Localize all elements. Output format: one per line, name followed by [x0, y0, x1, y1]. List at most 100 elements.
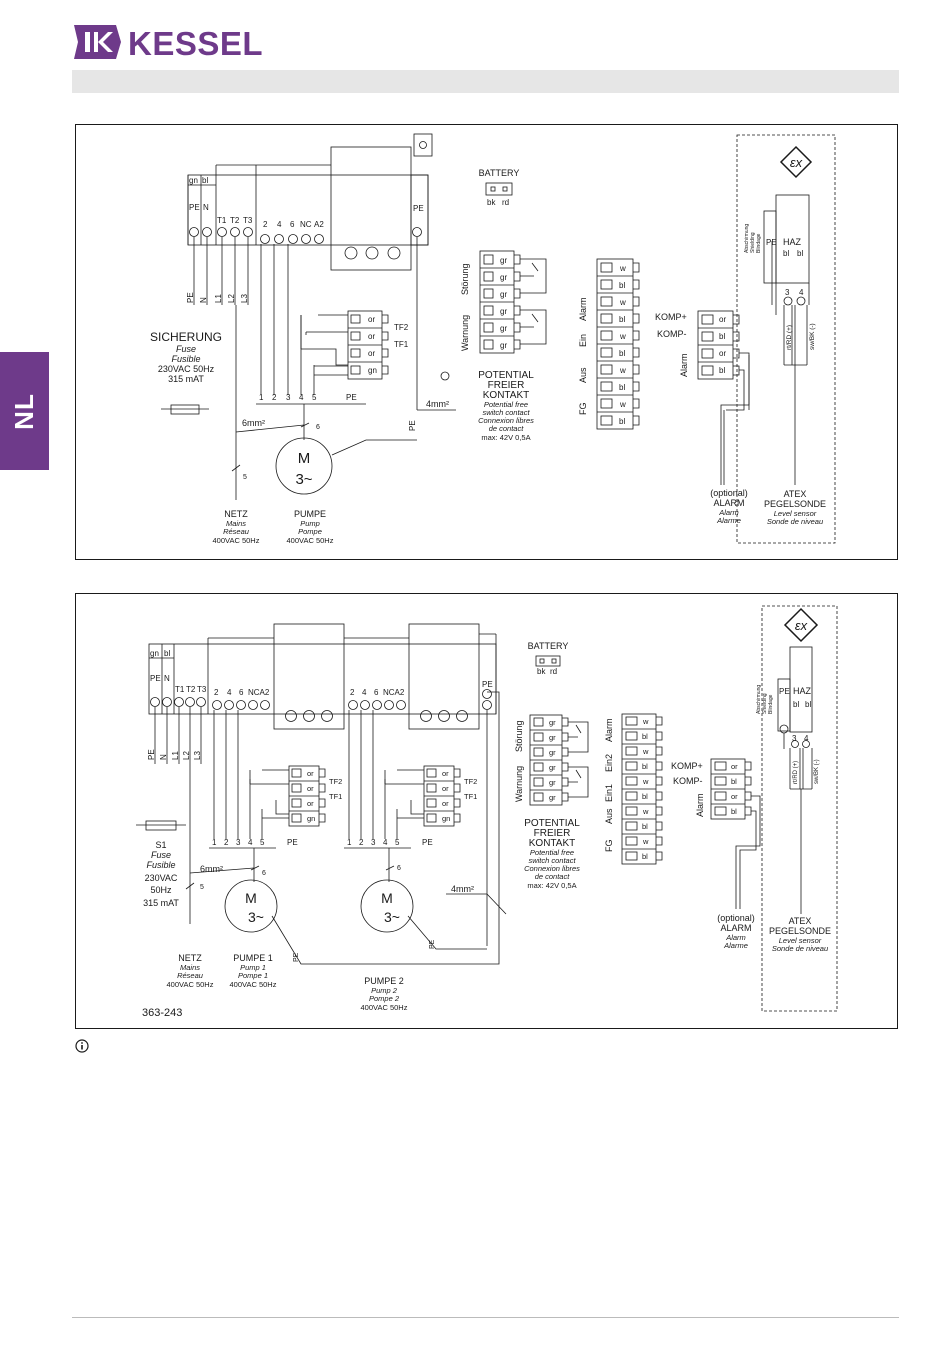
brand-name: KESSEL	[128, 25, 263, 62]
label-b-4: 4	[362, 688, 367, 697]
input-connector	[621, 713, 663, 865]
input-label-fg: FG	[604, 840, 614, 853]
tf2-pin-or-2: or	[442, 784, 449, 793]
label-bottom-l2: L2	[182, 751, 191, 760]
atex-zone	[761, 605, 838, 1012]
label-bl: bl	[202, 176, 208, 185]
motor1-m: M	[245, 890, 257, 906]
m2-terminal-4: 4	[383, 838, 388, 847]
input-pin-8: bl	[642, 822, 648, 831]
pot-sub-3: Connexion libres	[524, 864, 580, 873]
s1-title: S1	[155, 840, 166, 850]
label-tf1: TF1	[394, 340, 409, 349]
footer-divider	[72, 1317, 899, 1318]
pot-pin-2: gr	[500, 273, 507, 282]
atex-bl-1: bl	[793, 700, 799, 709]
language-tab: NL	[0, 352, 49, 470]
controller-housing	[148, 623, 497, 730]
netz-voltage: 400VAC 50Hz	[213, 536, 260, 545]
pumpe1-pump: Pump 1	[240, 963, 266, 972]
atex-pin-4: 4	[804, 734, 809, 743]
input-label-ein1: Ein1	[604, 784, 614, 802]
komp-pin-or-2: or	[719, 349, 726, 358]
input-label-ein2: Ein2	[604, 754, 614, 772]
mains-wires	[154, 707, 488, 946]
sicherung-rating: 315 mAT	[168, 374, 204, 384]
alarm-opt-sub-1: Alarm	[725, 933, 746, 942]
kessel-logo-mark	[74, 25, 121, 59]
netz-title: NETZ	[178, 953, 202, 963]
alarm-opt-1: (optional)	[717, 913, 755, 923]
input-pin-6: bl	[619, 349, 625, 358]
cable-4mm: 4mm²	[426, 399, 449, 409]
pot-pin-5: gr	[549, 778, 556, 787]
mark-6-pump1: 6	[262, 870, 266, 877]
atex-shield-2: Shielding	[750, 232, 756, 253]
input-pin-8: bl	[619, 383, 625, 392]
label-b-6: 6	[374, 688, 379, 697]
label-c4: 4	[277, 220, 282, 229]
atex-haz: HAZ	[783, 237, 802, 247]
komp-pin-bl-2: bl	[731, 807, 737, 816]
label-a-nca2: NCA2	[248, 688, 270, 697]
sicherung-voltage: 230VAC 50Hz	[158, 364, 215, 374]
label-c2: 2	[263, 220, 268, 229]
pot-max: max: 42V 0,5A	[527, 881, 576, 890]
label-bottom-n: N	[159, 754, 168, 760]
enclosure-mount-icon	[413, 133, 433, 157]
tf-pin-or-2: or	[368, 332, 375, 341]
atex-sub-1: Level sensor	[779, 936, 822, 945]
tf1-pin-or-3: or	[307, 799, 314, 808]
atex-pin-4: 4	[799, 288, 804, 297]
komp-pin-or-1: or	[731, 762, 738, 771]
komp-pin-bl-2: bl	[719, 366, 725, 375]
drawing-number: 363-243	[142, 1007, 182, 1019]
atex-shield-1: Abschirmung	[744, 224, 750, 253]
header-band	[72, 70, 899, 93]
mark-5: 5	[243, 474, 247, 481]
input-pin-7: w	[619, 366, 626, 375]
pot-title-2: FREIER	[534, 828, 571, 839]
label-b-2: 2	[350, 688, 355, 697]
netz-mains: Mains	[180, 963, 200, 972]
mark-6: 6	[316, 424, 320, 431]
pot-sub-4: de contact	[489, 424, 525, 433]
alarm-opt-sub-1: Alarm	[718, 508, 739, 517]
pe-cable-label-1: PE	[293, 952, 300, 962]
pe-cable-label: PE	[408, 420, 417, 431]
mains-terminals	[150, 689, 492, 710]
input-label-aus: Aus	[604, 808, 614, 824]
wiring-diagram-dual-pump: gn bl PE N T1 T2 T3 2 4 6 NCA2 2 4 6 NCA…	[75, 593, 898, 1029]
mark-5: 5	[200, 884, 204, 891]
motor-phase: 3~	[295, 471, 312, 488]
sicherung-title: SICHERUNG	[150, 330, 222, 344]
m2-terminal-pe: PE	[422, 838, 433, 847]
battery-connector	[485, 182, 513, 196]
input-pin-5: w	[619, 332, 626, 341]
label-t2: T2	[186, 685, 196, 694]
komp-pin-bl-1: bl	[719, 332, 725, 341]
pot-sub-3: Connexion libres	[478, 416, 534, 425]
fuse-icon	[136, 820, 186, 831]
motor-terminal-3: 3	[286, 393, 291, 402]
m1-terminal-3: 3	[236, 838, 241, 847]
netz-voltage: 400VAC 50Hz	[167, 980, 214, 989]
pot-max: max: 42V 0,5A	[481, 433, 530, 442]
pumpe1-voltage: 400VAC 50Hz	[230, 980, 277, 989]
cable-4mm: 4mm²	[451, 884, 474, 894]
pumpe-pompe: Pompe	[298, 527, 322, 536]
label-t1: T1	[175, 685, 185, 694]
alarm-opt-sub-2: Alarme	[723, 941, 748, 950]
input-label-fg: FG	[578, 403, 588, 416]
pot-pin-4: gr	[549, 763, 556, 772]
potential-free-connector	[529, 714, 589, 806]
mount-hole-icon	[419, 141, 427, 149]
input-pin-10: bl	[642, 852, 648, 861]
komp-alarm-label: Alarm	[695, 793, 705, 817]
komp-pin-bl-1: bl	[731, 777, 737, 786]
sicherung-fuse: Fuse	[176, 344, 196, 354]
label-bottom-l3: L3	[240, 294, 249, 303]
atex-pe: PE	[779, 687, 790, 696]
battery-rd: rd	[550, 667, 557, 676]
controller-housing	[187, 146, 429, 271]
